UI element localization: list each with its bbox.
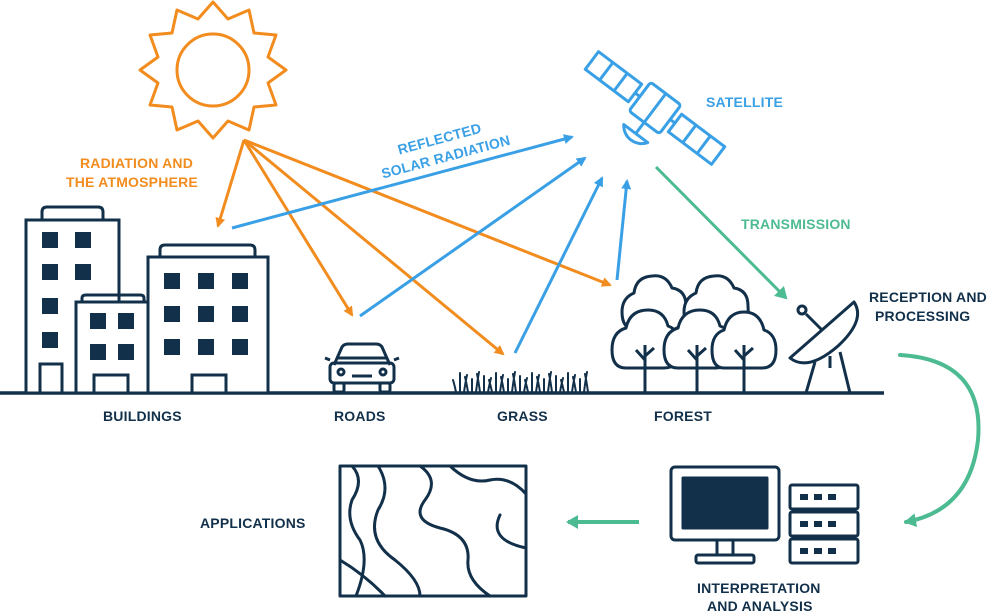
label-radiation: RADIATION AND THE ATMOSPHERE <box>66 155 198 190</box>
car-icon <box>324 342 400 394</box>
satellite-dish-icon <box>788 300 859 394</box>
computer-icon <box>669 465 781 565</box>
label-interpretation-line2: AND ANALYSIS <box>707 598 813 613</box>
buildings-icon <box>24 205 270 395</box>
label-roads: ROADS <box>334 408 386 424</box>
processing-curved-arrow <box>898 353 981 528</box>
label-radiation-line1: RADIATION AND <box>80 155 193 171</box>
label-applications: APPLICATIONS <box>200 515 306 531</box>
label-radiation-line2: THE ATMOSPHERE <box>66 174 198 190</box>
sun-icon <box>138 0 288 140</box>
server-icon <box>788 483 860 565</box>
label-reception-line2: PROCESSING <box>875 308 970 324</box>
forest-icon <box>610 274 778 393</box>
reflected-radiation-arrows <box>231 134 632 354</box>
reflected-arrow-forest <box>615 179 632 281</box>
label-reception-line1: RECEPTION AND <box>869 289 987 305</box>
label-satellite: SATELLITE <box>706 94 783 110</box>
reflected-arrow-buildings <box>231 134 574 230</box>
radiation-arrow-buildings <box>215 139 246 228</box>
radiation-arrow-forest <box>243 138 612 287</box>
map-icon <box>338 464 528 598</box>
grass-blades <box>452 371 589 393</box>
reflected-arrow-roads <box>359 156 587 318</box>
radiation-arrow-roads <box>242 139 354 317</box>
label-forest: FOREST <box>654 408 712 424</box>
label-interpretation-line1: INTERPRETATION <box>697 580 821 596</box>
radiation-arrow-grass <box>243 138 505 356</box>
incoming-radiation-arrows <box>215 138 612 356</box>
satellite-icon <box>583 50 727 166</box>
grass-icon <box>452 371 589 393</box>
building-windows <box>42 232 248 360</box>
server-lights <box>800 494 836 554</box>
reflected-arrow-grass <box>513 176 604 354</box>
transmission-arrow <box>654 165 788 300</box>
label-buildings: BUILDINGS <box>103 408 182 424</box>
label-transmission: TRANSMISSION <box>741 216 851 232</box>
label-grass: GRASS <box>497 408 548 424</box>
